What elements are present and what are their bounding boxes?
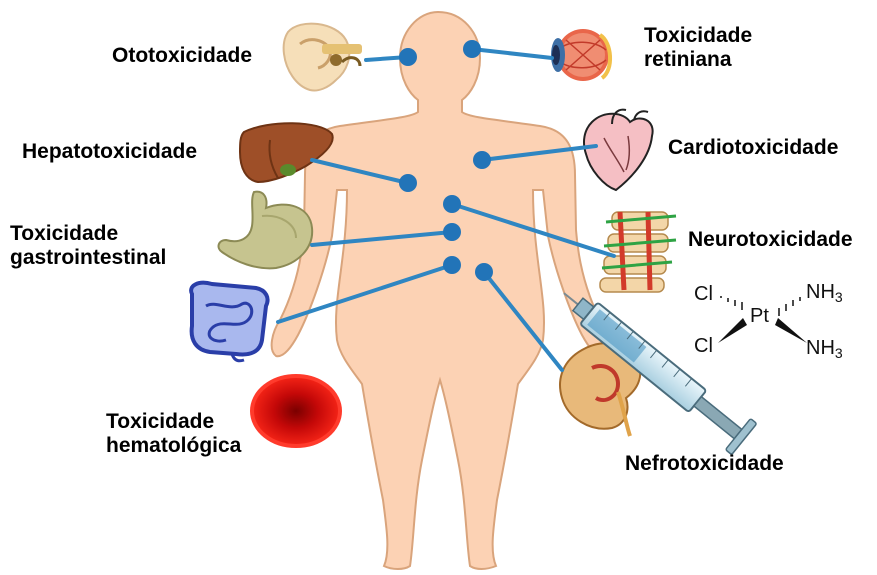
wedge-bond-cl-bottom [718, 318, 747, 343]
label-neurotoxicidade: Neurotoxicidade [688, 228, 853, 252]
label-nefrotoxicidade: Nefrotoxicidade [625, 452, 784, 476]
label-toxicidade-gastrointestinal: Toxicidade gastrointestinal [10, 222, 166, 270]
spine-icon [600, 212, 676, 292]
label-toxicidade-retiniana: Toxicidade retiniana [644, 24, 752, 72]
label-toxicidade-hematologica: Toxicidade hematológica [106, 410, 241, 458]
label-hepatotoxicidade: Hepatotoxicidade [22, 140, 197, 164]
hashed-bond-nh3-top [779, 297, 800, 316]
eye-icon [551, 29, 610, 81]
hashed-bond-cl-top [721, 296, 742, 310]
red-blood-cell-icon [252, 376, 340, 446]
atom-cl-bottom: Cl [694, 336, 713, 356]
body-silhouette [272, 12, 609, 569]
human-body [272, 12, 609, 569]
ear-icon [284, 24, 362, 91]
wedge-bond-nh3-bottom [775, 318, 807, 343]
stomach-icon [219, 192, 313, 269]
intestine-icon [191, 283, 267, 361]
atom-cl-top: Cl [694, 284, 713, 304]
heart-icon [584, 110, 653, 190]
atom-nh3-top: NH3 [806, 282, 843, 302]
atom-pt: Pt [750, 306, 769, 326]
atom-nh3-bottom: NH3 [806, 338, 843, 358]
label-ototoxicidade: Ototoxicidade [112, 44, 252, 68]
label-cardiotoxicidade: Cardiotoxicidade [668, 136, 838, 160]
